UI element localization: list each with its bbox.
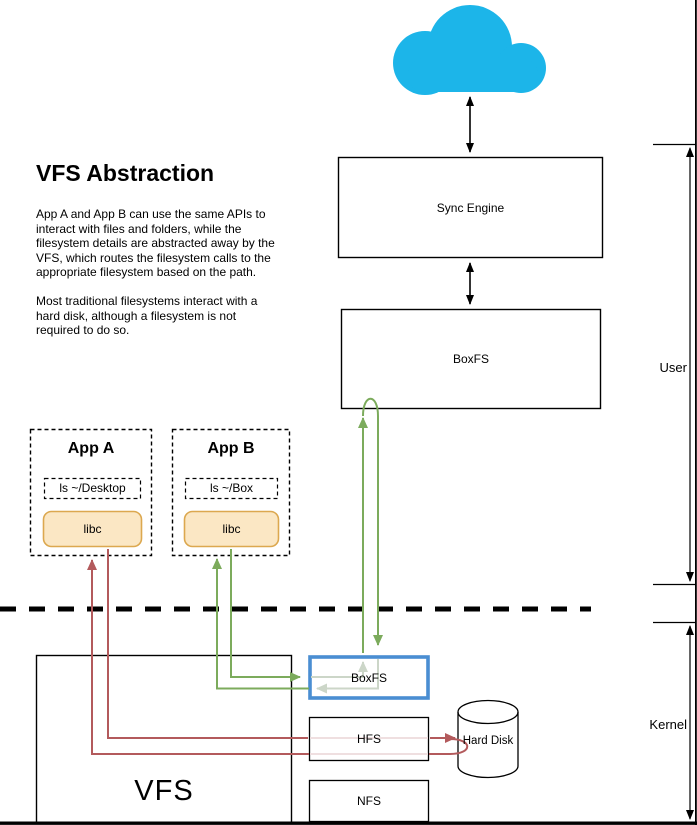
green-return-to-libc <box>212 558 309 690</box>
sync-engine-box <box>337 156 604 259</box>
boxfs-user-box <box>340 308 602 410</box>
red-request-down <box>107 549 308 739</box>
red-uturn <box>429 738 469 755</box>
nfs-box <box>308 779 430 823</box>
title-block: VFS Abstraction App A and App B can use … <box>36 160 275 352</box>
user-region-bracket <box>653 143 696 586</box>
app-a-hfs-path <box>87 549 469 755</box>
app-a-command-box <box>43 477 142 500</box>
app-b-boxfs-path <box>212 397 383 690</box>
app-b-libc-box <box>183 510 280 548</box>
box-cloud-icon <box>393 5 546 95</box>
boxfs-kernel-internal-path <box>311 659 379 694</box>
kernel-region-bracket <box>653 621 696 820</box>
green-return-hook-down <box>362 397 383 646</box>
hard-disk-cylinder <box>457 699 519 779</box>
red-return-to-libc <box>87 559 309 755</box>
description-paragraph-1: App A and App B can use the same APIs to… <box>36 207 275 280</box>
app-b-command-box <box>184 477 279 500</box>
app-a-libc-box <box>42 510 143 548</box>
description-paragraph-2: Most traditional filesystems interact wi… <box>36 293 258 338</box>
green-request-down <box>230 549 301 682</box>
page-title: VFS Abstraction <box>36 160 215 186</box>
hfs-internal-path <box>310 737 428 755</box>
